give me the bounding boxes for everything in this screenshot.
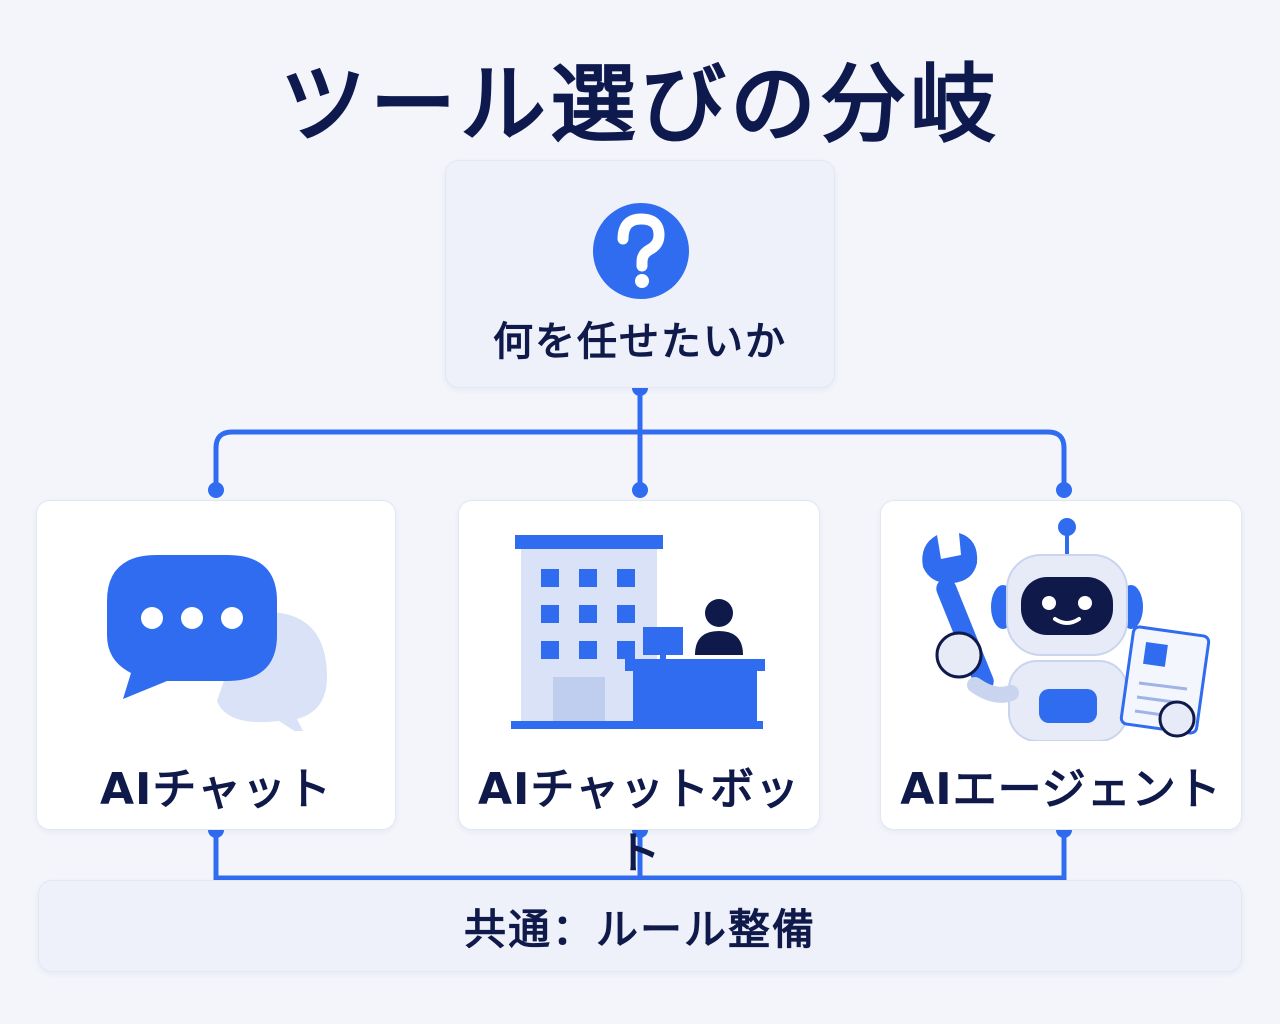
option-label-ai-agent: AIエージェント: [900, 764, 1222, 815]
root-question-label: 何を任せたいか: [493, 319, 787, 365]
connector-node: [632, 482, 648, 498]
connector-top-branch: [213, 429, 1067, 493]
option-label-ai-chatbot: AIチャットボット: [478, 764, 800, 879]
chat-bubbles-icon: [107, 555, 327, 731]
option-card-ai-agent: AIエージェント: [880, 500, 1242, 830]
option-label-ai-chat: AIチャット: [100, 764, 332, 815]
page-title: ツール選びの分岐: [280, 55, 1000, 155]
common-rules-bar: 共通：ルール整備: [38, 880, 1242, 972]
connector-node: [1056, 482, 1072, 498]
option-card-ai-chat: AIチャット: [36, 500, 396, 830]
robot-wrench-icon: [922, 518, 1211, 741]
root-question-card: 何を任せたいか: [445, 160, 835, 388]
building-reception-icon: [511, 535, 765, 729]
common-rules-label: 共通：ルール整備: [463, 904, 816, 954]
question-mark-icon: [593, 203, 689, 299]
connector-node: [208, 482, 224, 498]
option-card-ai-chatbot: AIチャットボット: [458, 500, 820, 879]
